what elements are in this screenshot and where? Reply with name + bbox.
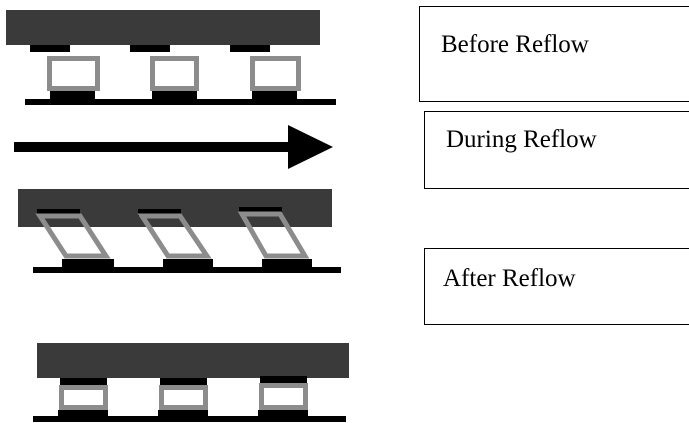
solder-joint-tilted: [237, 211, 310, 259]
board-line: [33, 416, 346, 422]
board-pad: [252, 91, 297, 99]
board-pad: [50, 91, 95, 99]
chip-pad: [160, 378, 207, 385]
stage-before-reflow: [6, 10, 336, 105]
chip-pad: [239, 207, 282, 214]
chip-pad: [138, 209, 181, 216]
board-pad: [58, 410, 108, 416]
chip-body: [37, 343, 349, 378]
chip-pad: [260, 376, 307, 383]
label-box-after: [424, 248, 689, 325]
arrow-head: [288, 125, 333, 169]
arrow-shaft: [14, 142, 292, 152]
label-box-during: [424, 111, 689, 189]
solder-joint-flat: [159, 385, 208, 410]
solder-ball: [250, 56, 301, 91]
label-after-reflow: After Reflow: [443, 265, 576, 292]
solder-joint-tilted: [35, 213, 111, 259]
solder-ball: [47, 56, 100, 91]
board-pad: [158, 410, 208, 416]
chip-body: [6, 10, 320, 45]
board-line: [33, 267, 341, 273]
label-during-reflow: During Reflow: [446, 126, 597, 153]
chip-pad: [60, 378, 107, 385]
board-pad: [152, 91, 197, 99]
stage-after-reflow: [33, 343, 349, 422]
label-box-before: [419, 6, 689, 102]
stage-during-reflow: [18, 189, 341, 273]
process-arrow: [14, 125, 333, 169]
solder-joint-flat: [59, 385, 108, 410]
board-line: [25, 99, 336, 105]
chip-pad: [37, 209, 80, 216]
board-pad: [62, 259, 114, 267]
solder-ball: [150, 56, 199, 91]
solder-joint-flat: [259, 383, 308, 410]
board-pad: [262, 259, 312, 267]
chip-pad: [130, 45, 170, 52]
chip-pad: [30, 45, 70, 52]
board-pad: [163, 259, 213, 267]
label-before-reflow: Before Reflow: [441, 31, 589, 58]
board-pad: [258, 410, 308, 416]
chip-pad: [230, 45, 270, 52]
solder-joint-tilted: [137, 213, 212, 259]
